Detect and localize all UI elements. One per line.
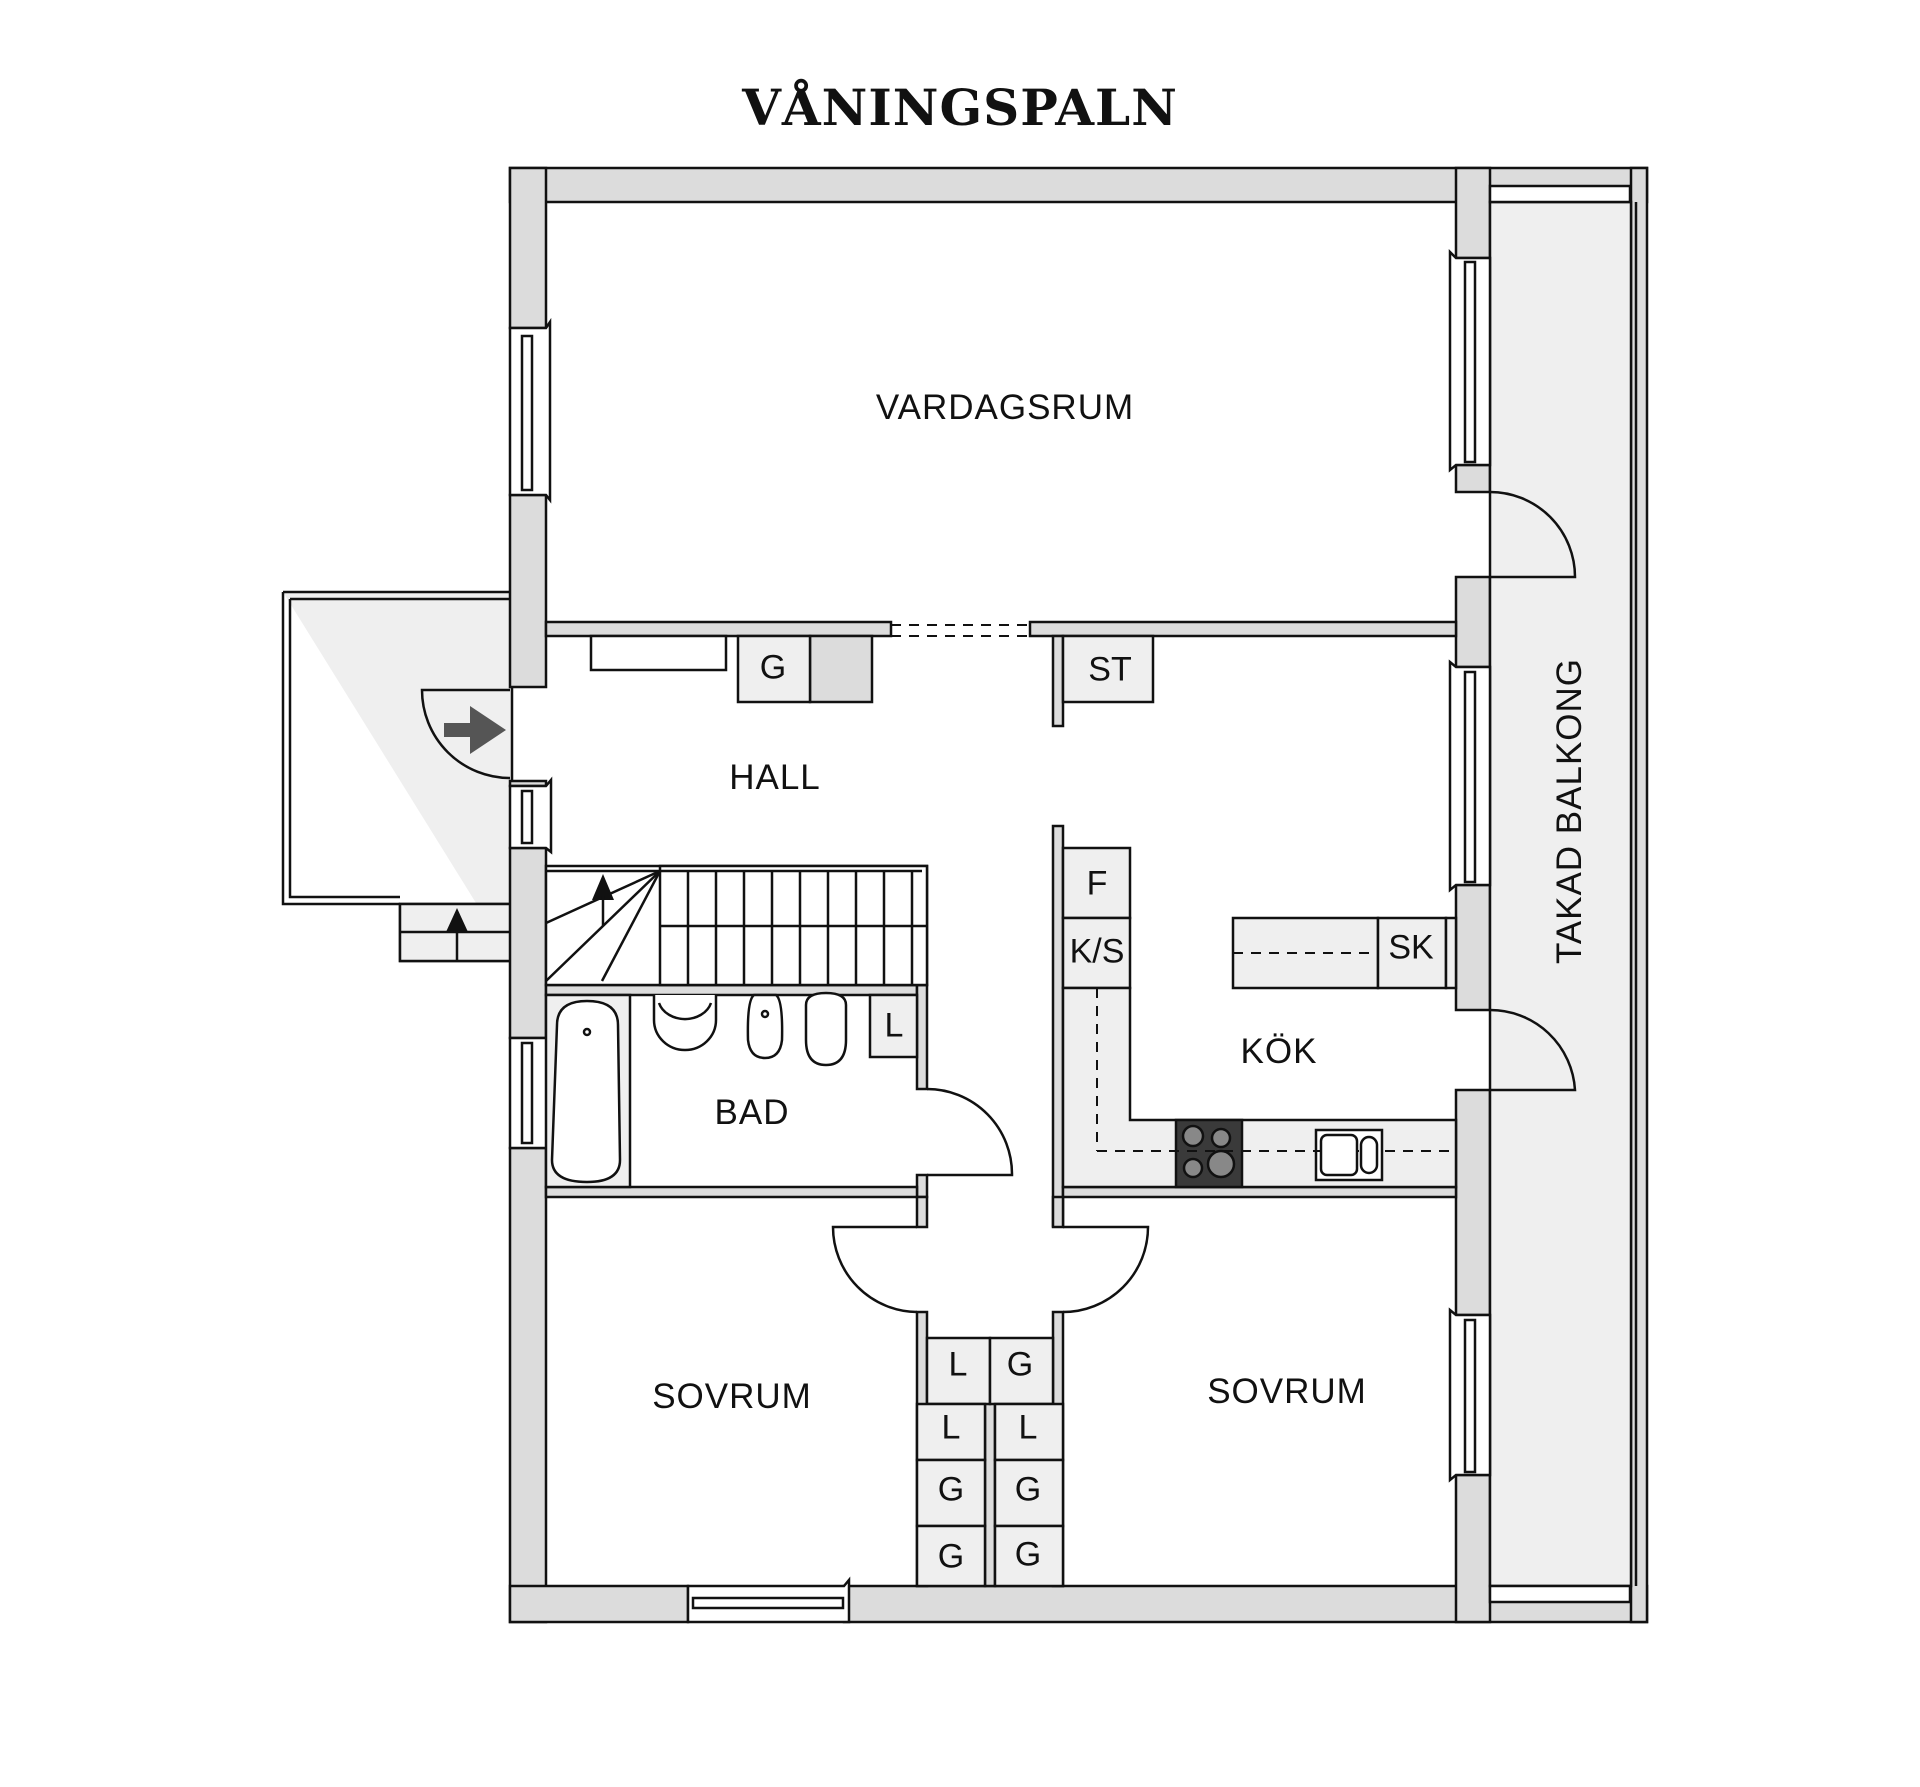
room-label-vardagsrum: VARDAGSRUM xyxy=(875,388,1135,427)
closet-label: L xyxy=(948,1345,968,1384)
staircase xyxy=(544,864,929,987)
room-label-balkong: TAKAD BALKONG xyxy=(1550,657,1589,965)
plan-title: VÅNINGSPALN xyxy=(742,78,1178,137)
windows xyxy=(508,248,1492,1624)
closet-label: G xyxy=(1006,1345,1034,1384)
room-label-kok: KÖK xyxy=(1240,1032,1318,1071)
fixture-label-bad-l: L xyxy=(884,1006,904,1045)
entry-porch xyxy=(281,590,514,963)
closet-label: L xyxy=(941,1408,961,1447)
room-label-bad: BAD xyxy=(714,1093,790,1132)
bath-fixtures xyxy=(544,991,919,1189)
closet-label: G xyxy=(937,1537,965,1576)
steps-up-arrow-icon xyxy=(446,908,468,932)
closet-label: L xyxy=(1018,1408,1038,1447)
fixture-label-ks: K/S xyxy=(1069,932,1125,971)
stove-burners xyxy=(1181,1124,1236,1179)
fixture-label-f: F xyxy=(1086,864,1108,903)
closets xyxy=(915,1336,1065,1588)
closet-label: G xyxy=(1014,1470,1042,1509)
closet-label: G xyxy=(1014,1535,1042,1574)
fixture-label-hall-g: G xyxy=(759,648,787,687)
stairs-up-arrow-icon xyxy=(592,874,614,900)
room-label-sovrum-left: SOVRUM xyxy=(652,1377,812,1416)
fixture-label-sk: SK xyxy=(1388,928,1434,967)
sink-basin xyxy=(1319,1133,1359,1177)
closet-label: G xyxy=(937,1470,965,1509)
room-label-hall: HALL xyxy=(729,758,821,797)
fixture-label-st: ST xyxy=(1088,650,1132,689)
hall-wardrobe-g xyxy=(736,634,812,704)
kitchen-cabinets xyxy=(1061,846,1458,1189)
room-label-sovrum-right: SOVRUM xyxy=(1207,1372,1367,1411)
entry-arrow-icon xyxy=(444,706,506,754)
outer-walls xyxy=(508,166,1649,1624)
